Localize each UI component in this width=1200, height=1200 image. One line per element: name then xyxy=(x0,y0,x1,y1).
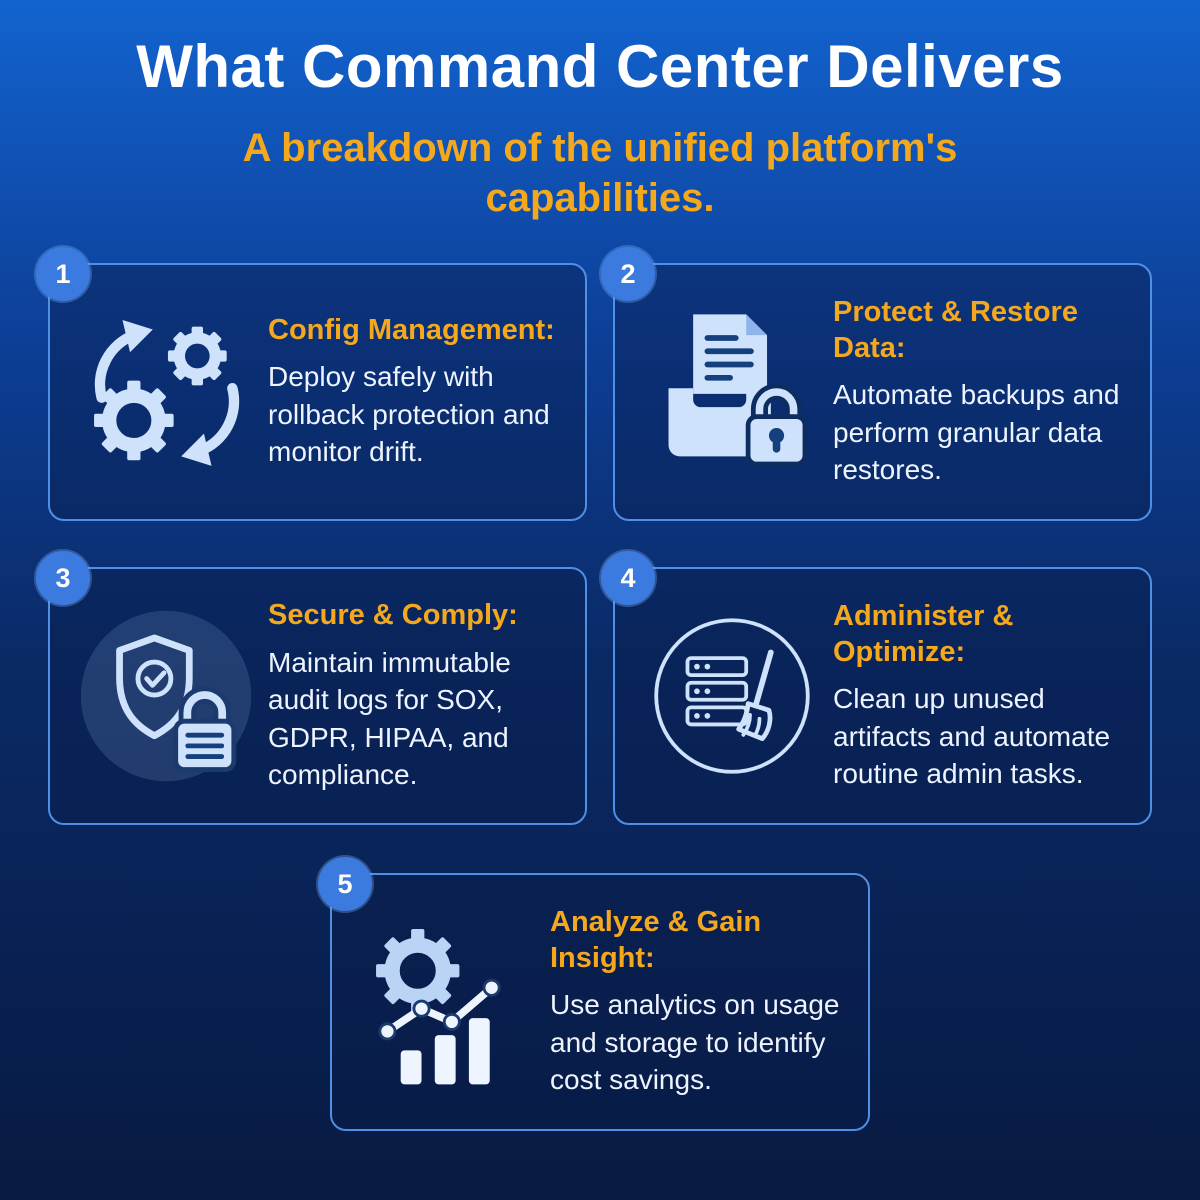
card-heading: Secure & Comply: xyxy=(268,599,518,632)
analytics-gear-chart-icon xyxy=(354,910,544,1094)
infographic-header: What Command Center Delivers A breakdown… xyxy=(0,0,1200,223)
card-body: Maintain immutable audit logs for SOX, G… xyxy=(268,646,511,791)
card-number-badge: 2 xyxy=(601,247,655,301)
gears-sync-icon xyxy=(72,304,262,480)
cards-grid: 1 xyxy=(0,223,1200,1131)
card-body: Automate backups and perform granular da… xyxy=(833,379,1120,486)
card-text: Analyze & Gain Insight: Use analytics on… xyxy=(544,905,846,1098)
card-body: Clean up unused artifacts and automate r… xyxy=(833,683,1111,790)
card-secure-comply: 3 Secure & Comply: Maintain immutable au… xyxy=(36,551,587,825)
card-number-badge: 4 xyxy=(601,551,655,605)
card-administer-optimize: 4 Administer & Optimize: xyxy=(601,551,1152,825)
card-number-badge: 5 xyxy=(318,857,372,911)
backup-archive-lock-icon xyxy=(637,304,827,480)
page-subtitle: A breakdown of the unified platform's ca… xyxy=(242,126,958,220)
shield-check-lock-icon xyxy=(72,606,262,786)
card-config-management: 1 xyxy=(36,247,587,521)
card-body: Deploy safely with rollback protection a… xyxy=(268,361,550,468)
server-broom-icon xyxy=(637,608,827,784)
card-text: Administer & Optimize: Clean up unused a… xyxy=(827,599,1128,792)
card-body: Use analytics on usage and storage to id… xyxy=(550,989,840,1096)
card-text: Protect & Restore Data: Automate backups… xyxy=(827,295,1128,488)
card-heading: Protect & Restore Data: xyxy=(833,296,1078,364)
card-protect-restore: 2 Protect & Restore Data: xyxy=(601,247,1152,521)
card-text: Config Management: Deploy safely with ro… xyxy=(262,313,563,471)
card-number-badge: 3 xyxy=(36,551,90,605)
card-text: Secure & Comply: Maintain immutable audi… xyxy=(262,598,563,793)
page-title: What Command Center Delivers xyxy=(136,33,1064,100)
card-heading: Administer & Optimize: xyxy=(833,600,1014,668)
card-heading: Config Management: xyxy=(268,314,555,347)
card-number-badge: 1 xyxy=(36,247,90,301)
card-heading: Analyze & Gain Insight: xyxy=(550,906,762,974)
card-analyze-insight: 5 xyxy=(318,857,870,1131)
